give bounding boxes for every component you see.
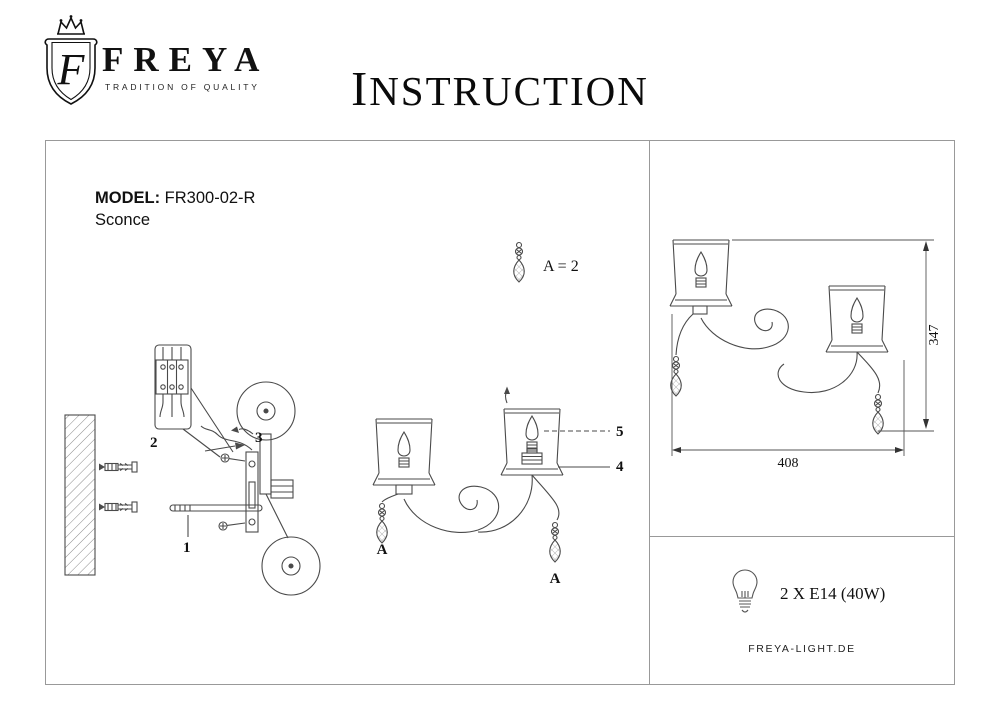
- dimension-arrows: [672, 241, 929, 453]
- crystal-legend: A = 2: [505, 238, 579, 308]
- left-holder: [395, 484, 413, 495]
- right-bulb: [526, 416, 538, 451]
- crystal-a-left-label: A: [377, 542, 388, 558]
- part-2-label: 2: [150, 435, 158, 451]
- model-label: MODEL:: [95, 189, 161, 207]
- assembly-panel: MODEL: FR300-02-R Sconce A = 2: [45, 140, 650, 685]
- shield-icon: [44, 38, 98, 105]
- anchor-screw-top: [98, 461, 138, 473]
- dim-right-bulb: [851, 298, 863, 333]
- dim-left-bulb: [695, 252, 707, 287]
- left-shade: [372, 418, 436, 486]
- insert-arrow-icon: [504, 386, 510, 404]
- wall-mount-diagram: 2 3 1: [64, 344, 321, 596]
- dim-right-pendant: [873, 395, 884, 435]
- dim-left-shade: [669, 239, 733, 307]
- leader-arrow: [238, 428, 254, 435]
- spec-panel: 347 408 2 X E14 (40W) FREYA-LIGHT.DE: [650, 140, 955, 685]
- logo-letter: F: [57, 45, 86, 94]
- wire: [200, 425, 253, 452]
- anchor-screw-bottom: [98, 501, 138, 513]
- dim-scroll-arms: [700, 308, 881, 394]
- terminal-block-detail: [154, 344, 234, 458]
- panel-divider: [650, 536, 954, 537]
- bulb-spec-text: 2 X E14 (40W): [780, 584, 886, 603]
- website-text: FREYA-LIGHT.DE: [748, 643, 856, 655]
- freya-crest-icon: F: [44, 15, 98, 105]
- part-3-label: 3: [255, 430, 263, 446]
- bulb-icon: [732, 569, 758, 613]
- product-type: Sconce: [95, 211, 151, 229]
- page-title: INSTRUCTION: [351, 63, 649, 116]
- scroll-arms: [403, 474, 560, 533]
- crystal-count-label: A = 2: [543, 258, 579, 275]
- sconce-backplate: [236, 381, 321, 596]
- sconce-assembly-diagram: 5 4 A A: [372, 386, 624, 587]
- dim-width-label: 408: [778, 456, 799, 471]
- dim-height-label: 347: [927, 325, 942, 346]
- crystal-pendant-icon: [514, 243, 525, 283]
- right-crystal-pendant: [550, 523, 561, 563]
- left-crystal-pendant: [377, 504, 388, 544]
- crystal-a-right-label: A: [550, 571, 561, 587]
- model-value: FR300-02-R: [164, 189, 256, 207]
- model-block: MODEL: FR300-02-R Sconce: [95, 187, 255, 231]
- mounting-bracket: [245, 451, 259, 533]
- part-4-label: 4: [616, 459, 624, 475]
- left-bulb: [398, 432, 410, 467]
- part-5-label: 5: [616, 424, 624, 440]
- right-socket: [521, 448, 543, 465]
- dimension-lines: [671, 239, 934, 456]
- dim-right-shade: [825, 285, 889, 353]
- brand-tagline: TRADITION OF QUALITY: [105, 82, 260, 92]
- crown-icon: [57, 16, 85, 35]
- fixing-screw-bottom: [218, 521, 246, 531]
- part-1-label: 1: [183, 540, 191, 556]
- mounting-rod: [169, 504, 263, 537]
- wall-section: [64, 414, 96, 576]
- dimension-diagram: 347 408: [669, 239, 942, 471]
- fixing-screw-top: [220, 453, 246, 463]
- brand-name: FREYA: [102, 40, 270, 79]
